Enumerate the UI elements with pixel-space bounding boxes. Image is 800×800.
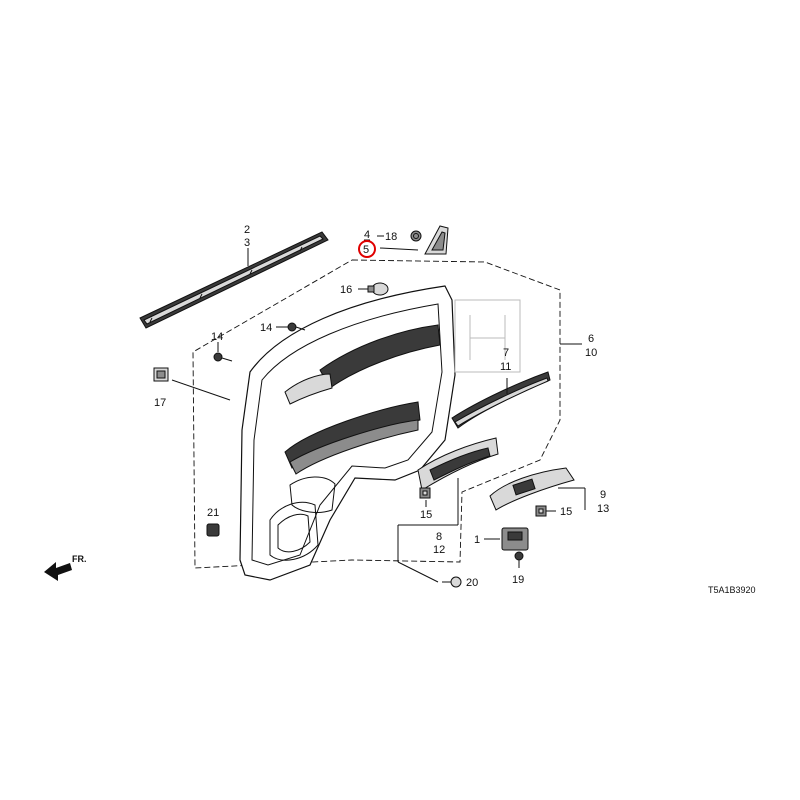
callout-18[interactable]: 18 — [385, 231, 397, 243]
callout-21[interactable]: 21 — [207, 507, 219, 519]
callout-3[interactable]: 3 — [244, 237, 250, 249]
corner-garnish-part[interactable] — [424, 225, 449, 255]
clip-16-part[interactable] — [367, 282, 389, 296]
screw-19-part[interactable] — [514, 551, 524, 568]
switch-panel-part[interactable] — [489, 467, 575, 511]
callout-14b[interactable]: 14 — [211, 331, 223, 343]
callout-13[interactable]: 13 — [597, 503, 609, 515]
callout-14a[interactable]: 14 — [260, 322, 272, 334]
nut-21-part[interactable] — [206, 523, 220, 537]
callout-11[interactable]: 11 — [500, 361, 511, 373]
screw-14b-part[interactable] — [213, 352, 233, 362]
leader-20 — [397, 561, 439, 583]
callout-9[interactable]: 9 — [600, 489, 606, 501]
callout-16[interactable]: 16 — [340, 284, 352, 296]
front-direction-arrow-icon — [44, 562, 72, 581]
leader-17 — [171, 379, 231, 401]
clip-15b-part[interactable] — [535, 505, 547, 517]
callout-4[interactable]: 4 — [364, 229, 370, 241]
upper-garnish-part[interactable] — [451, 371, 551, 429]
callout-17[interactable]: 17 — [154, 397, 166, 409]
callout-1[interactable]: 1 — [474, 534, 480, 546]
weatherstrip-part[interactable] — [139, 231, 329, 329]
callout-6[interactable]: 6 — [588, 333, 594, 345]
armrest-cover-part[interactable] — [417, 437, 499, 491]
screw-14a-part[interactable] — [287, 322, 306, 332]
callout-20[interactable]: 20 — [466, 577, 478, 589]
highlight-ring — [358, 240, 376, 258]
diagram-code: T5A1B3920 — [708, 585, 756, 595]
callout-2[interactable]: 2 — [244, 224, 250, 236]
door-lining-part[interactable] — [239, 285, 521, 581]
callout-7[interactable]: 7 — [503, 347, 509, 359]
switch-1-part[interactable] — [501, 527, 529, 551]
leader-5 — [379, 247, 419, 251]
screw-18-part[interactable] — [410, 230, 422, 242]
callout-19[interactable]: 19 — [512, 574, 524, 586]
callout-8[interactable]: 8 — [436, 531, 442, 543]
callout-15b[interactable]: 15 — [560, 506, 572, 518]
callout-5[interactable]: 5 — [363, 244, 369, 256]
callout-12[interactable]: 12 — [433, 544, 445, 556]
callout-10[interactable]: 10 — [585, 347, 597, 359]
screw-20-part[interactable] — [442, 576, 462, 588]
front-marker-text: FR. — [72, 554, 87, 564]
callout-15a[interactable]: 15 — [420, 509, 432, 521]
clip-15a-part[interactable] — [419, 487, 431, 499]
assembly-boundary — [192, 259, 561, 569]
clip-17-part[interactable] — [153, 367, 169, 382]
